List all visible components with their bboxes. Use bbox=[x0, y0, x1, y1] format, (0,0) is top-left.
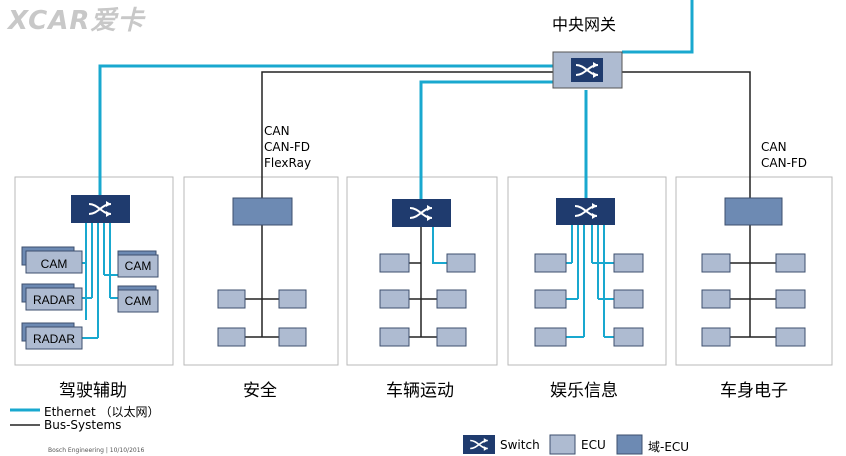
safety-internals bbox=[217, 197, 307, 347]
cam-right-label-1: CAM bbox=[125, 259, 152, 273]
driver-assist-internals: CAM RADAR RADAR CAM CAM bbox=[21, 195, 159, 350]
legend-ecu-swatch bbox=[549, 434, 576, 455]
domain-label-infotainment: 娱乐信息 bbox=[550, 381, 618, 401]
bus-lines bbox=[261, 71, 751, 198]
safety-bus-label-3: FlexRay bbox=[264, 156, 312, 170]
legend-domain-ecu-label: 域-ECU bbox=[648, 440, 690, 454]
domain-label-body-electronics: 车身电子 bbox=[720, 381, 788, 401]
cam-right-label-2: CAM bbox=[125, 294, 152, 308]
radar-left-label-1: RADAR bbox=[33, 293, 75, 307]
body-electronics-internals bbox=[701, 197, 806, 347]
legend-domain-ecu-swatch bbox=[616, 434, 643, 455]
domain-box-body-electronics bbox=[675, 176, 833, 366]
domain-box-driver-assist bbox=[14, 176, 174, 366]
ethernet-lines bbox=[98, 0, 694, 200]
central-gateway-switch bbox=[552, 51, 623, 89]
infotainment-internals bbox=[534, 198, 644, 347]
domain-label-driver-assist: 驾驶辅助 bbox=[59, 381, 127, 401]
vehicle-motion-internals bbox=[379, 199, 476, 347]
watermark-logo: XCAR爱卡 bbox=[8, 6, 145, 36]
legend-switch-icon bbox=[463, 435, 495, 454]
domain-label-safety: 安全 bbox=[243, 381, 277, 401]
radar-left-label-2: RADAR bbox=[33, 332, 75, 346]
cam-left-label: CAM bbox=[41, 257, 68, 271]
legend-ecu-label: ECU bbox=[581, 438, 606, 452]
safety-bus-label-2: CAN-FD bbox=[264, 140, 311, 154]
safety-bus-label-1: CAN bbox=[264, 124, 290, 138]
domain-label-vehicle-motion: 车辆运动 bbox=[386, 381, 454, 401]
body-bus-label-1: CAN bbox=[761, 140, 787, 154]
domain-box-safety bbox=[183, 176, 339, 366]
legend-switch-label: Switch bbox=[500, 438, 540, 452]
central-gateway-label: 中央网关 bbox=[552, 15, 617, 34]
legend-bus-label: Bus-Systems bbox=[44, 418, 122, 432]
body-bus-label-2: CAN-FD bbox=[761, 156, 808, 170]
footer-credit: Bosch Engineering | 10/10/2016 bbox=[48, 447, 145, 454]
legend-ethernet-label: Ethernet （以太网） bbox=[44, 405, 160, 419]
